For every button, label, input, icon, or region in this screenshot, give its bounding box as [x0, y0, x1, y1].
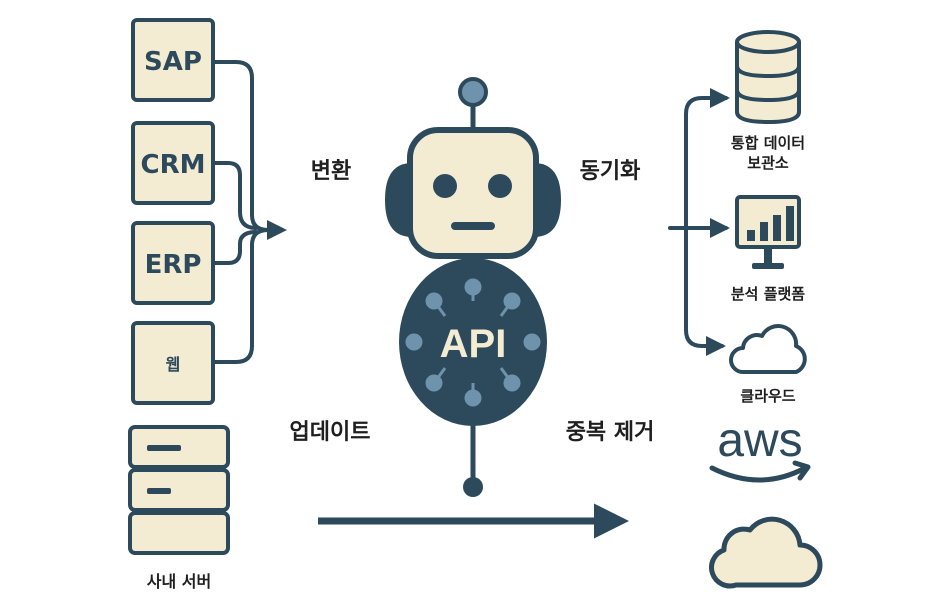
destination-warehouse-line1: 통합 데이터	[731, 134, 805, 152]
label-dedupe: 중복 제거	[566, 420, 655, 445]
label-transform: 변환	[311, 159, 351, 184]
cloud-icon	[729, 324, 807, 374]
label-sync: 동기화	[580, 159, 641, 184]
destination-connectors	[668, 88, 730, 356]
bar-chart-monitor-icon	[735, 195, 801, 269]
source-label-crm: CRM	[141, 150, 206, 180]
aws-logo-icon: aws	[709, 414, 811, 483]
source-box-web: 웹	[131, 321, 215, 405]
connector-crm	[211, 161, 258, 230]
destination-warehouse-line2: 보관소	[747, 154, 789, 172]
connector-erp	[211, 230, 258, 265]
source-label-sap: SAP	[144, 47, 202, 77]
robot-chest-label: API	[440, 322, 507, 366]
source-connectors	[211, 60, 270, 364]
server-label: 사내 서버	[147, 572, 211, 591]
destination-cloud-label: 클라우드	[740, 387, 795, 405]
source-label-web: 웹	[166, 355, 181, 374]
bottom-cloud-icon	[709, 516, 823, 589]
destination-analytics-label: 분석 플랫폼	[731, 285, 805, 303]
robot-icon: API	[385, 77, 561, 497]
robot-eye-left	[433, 174, 457, 198]
source-box-sap: SAP	[131, 18, 215, 102]
source-box-crm: CRM	[131, 121, 215, 205]
robot-mouth	[451, 222, 495, 230]
source-box-erp: ERP	[131, 221, 215, 305]
aws-logo-text: aws	[717, 414, 802, 467]
database-icon	[735, 30, 801, 125]
server-rack-icon	[128, 425, 230, 555]
robot-eye-right	[488, 174, 512, 198]
label-update: 업데이트	[290, 420, 371, 445]
source-label-erp: ERP	[145, 250, 202, 280]
